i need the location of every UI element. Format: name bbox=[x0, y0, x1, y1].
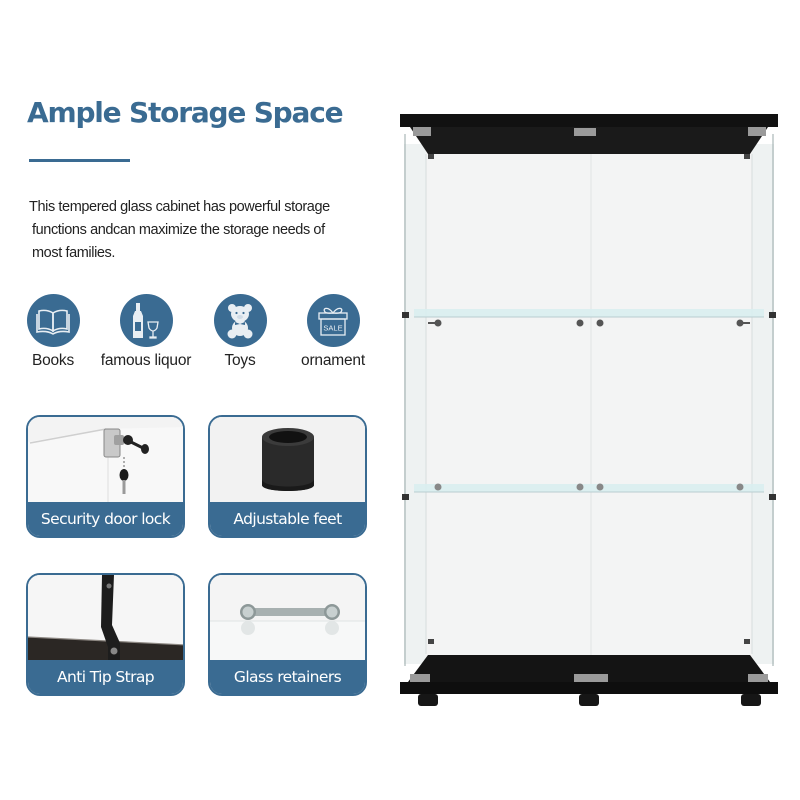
glass-cabinet-product-image bbox=[398, 114, 780, 714]
glass-retainer-clip-image bbox=[210, 575, 365, 664]
feature-caption: Security door lock bbox=[28, 502, 183, 536]
feature-card-anti-tip-strap: Anti Tip Strap bbox=[26, 573, 185, 696]
feature-caption: Glass retainers bbox=[210, 660, 365, 694]
open-book-icon bbox=[26, 294, 80, 347]
category-liquor: famous liquor bbox=[96, 294, 196, 370]
wine-bottle-glass-icon bbox=[119, 294, 173, 347]
category-ornament: SALE ornament bbox=[283, 294, 383, 370]
category-label: ornament bbox=[301, 352, 365, 369]
feature-card-security-lock: Security door lock bbox=[26, 415, 185, 538]
feature-caption: Anti Tip Strap bbox=[28, 660, 183, 694]
category-label: famous liquor bbox=[100, 352, 192, 369]
svg-text:SALE: SALE bbox=[323, 323, 342, 332]
teddy-bear-icon bbox=[213, 294, 267, 347]
category-label: Toys bbox=[224, 352, 256, 369]
category-books: Books bbox=[3, 294, 103, 370]
feature-caption: Adjustable feet bbox=[210, 502, 365, 536]
black-rubber-foot-image bbox=[210, 417, 365, 506]
feature-card-adjustable-feet: Adjustable feet bbox=[208, 415, 367, 538]
title-underline bbox=[29, 159, 130, 162]
description-line-1: This tempered glass cabinet has powerful… bbox=[29, 199, 330, 215]
category-toys: Toys bbox=[190, 294, 290, 370]
feature-card-glass-retainers: Glass retainers bbox=[208, 573, 367, 696]
description: This tempered glass cabinet has powerful… bbox=[29, 196, 369, 265]
page-title: Ample Storage Space bbox=[27, 96, 344, 129]
category-label: Books bbox=[31, 352, 75, 369]
description-line-3: most families. bbox=[32, 245, 116, 261]
gift-box-sale-icon: SALE bbox=[306, 294, 360, 347]
description-line-2: functions andcan maximize the storage ne… bbox=[32, 222, 325, 238]
lock-with-keys-image bbox=[28, 417, 183, 506]
black-strap-image bbox=[28, 575, 183, 664]
